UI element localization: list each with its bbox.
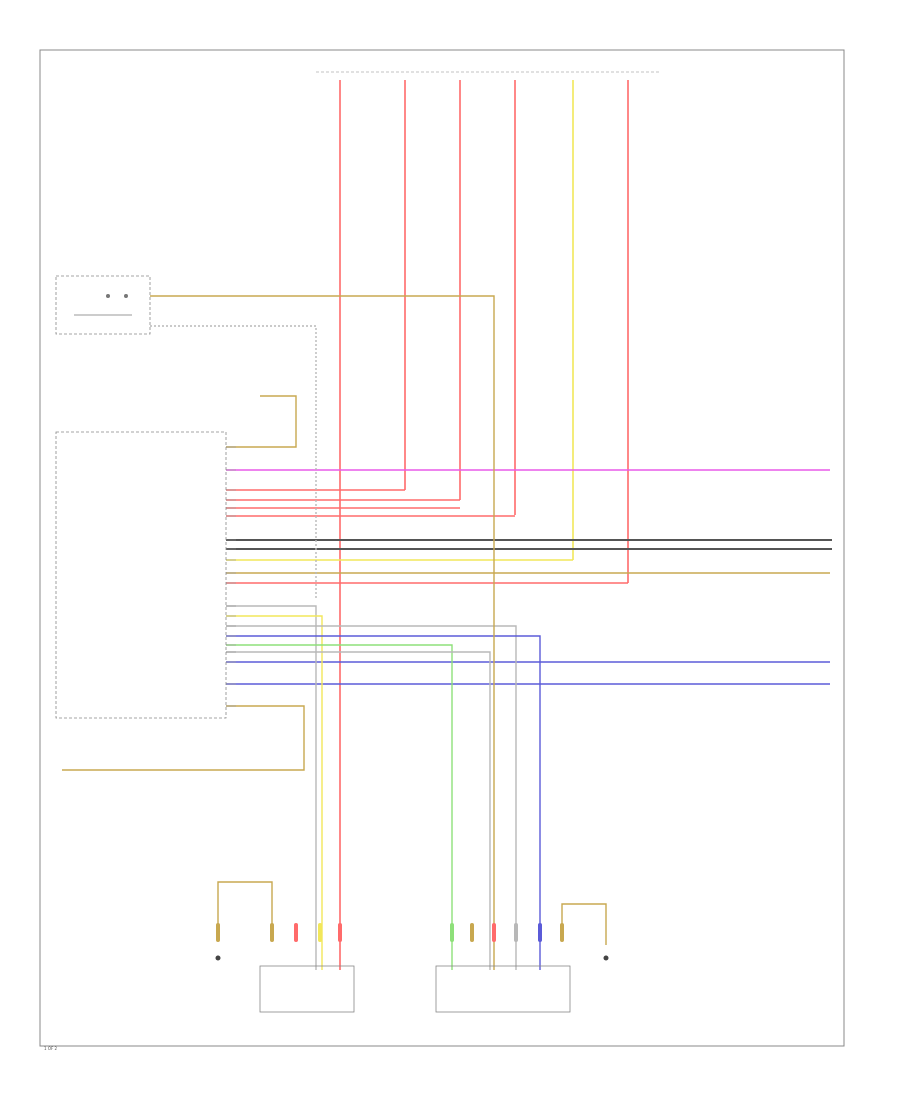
ground-icon <box>215 955 221 961</box>
page-code: 1 OF 2 <box>44 1046 58 1051</box>
supply-wires <box>339 80 629 970</box>
switch-contact-icon <box>106 294 110 298</box>
left-sensor-box <box>259 965 355 1013</box>
switch-contact-icon <box>124 294 128 298</box>
window-switch-box <box>55 275 151 335</box>
diagram-frame <box>39 49 845 1047</box>
right-sensor-box <box>435 965 571 1013</box>
sensor-connectors <box>216 923 564 942</box>
control-unit-pins <box>226 446 236 707</box>
ground-wires <box>62 395 607 945</box>
ground-icon <box>603 955 609 961</box>
control-unit-box <box>55 431 227 719</box>
harness-wires <box>226 469 832 970</box>
switch-wires <box>150 295 495 970</box>
